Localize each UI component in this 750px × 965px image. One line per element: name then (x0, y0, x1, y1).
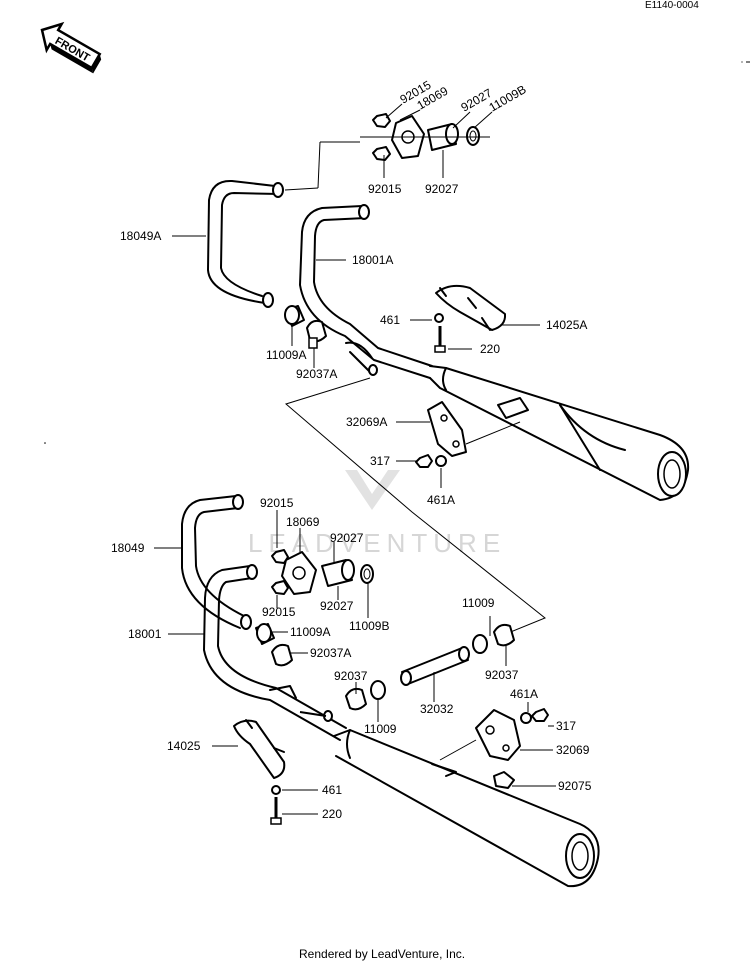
callout-14025A: 14025A (546, 318, 587, 332)
callout-92027: 92027 (330, 531, 364, 545)
collar-92027-bottom (321, 559, 355, 587)
nut-92015-top-1 (372, 113, 391, 128)
callout-11009A: 11009A (266, 348, 306, 362)
callout-220: 220 (480, 342, 500, 356)
callout-461: 461 (322, 783, 342, 797)
nut-92015-bottom-2 (271, 580, 289, 595)
flange-18069-bottom (281, 551, 317, 595)
bolt-220-bottom (270, 797, 282, 825)
callout-18001: 18001 (128, 627, 162, 641)
damper-92075 (493, 771, 515, 789)
callout-92027: 92027 (320, 599, 354, 613)
callout-18049A: 18049A (120, 229, 161, 243)
exhaust-pipe-18049A (207, 179, 284, 308)
callout-461: 461 (380, 313, 400, 327)
gasket-11009-middle (370, 680, 386, 700)
watermark: LEADVENTURE (248, 470, 506, 558)
callout-92075: 92075 (558, 779, 592, 793)
washer-461-top (434, 313, 444, 323)
gasket-11009A-bottom (255, 623, 275, 645)
callout-92027: 92027 (425, 182, 459, 196)
gasket-11009-right (472, 634, 488, 654)
watermark-text: LEADVENTURE (248, 528, 506, 558)
balance-pipe-32032 (400, 646, 470, 686)
callout-32069A: 32069A (346, 415, 387, 429)
nut-92015-top-2 (372, 146, 391, 161)
callout-92037: 92037 (334, 669, 368, 683)
callout-317: 317 (556, 719, 576, 733)
callout-220: 220 (322, 807, 342, 821)
leader-lines-bottom (154, 510, 556, 815)
gasket-11009B-bottom (360, 564, 374, 584)
footer-credit: Rendered by LeadVenture, Inc. (299, 947, 465, 961)
muffler-bottom (333, 729, 600, 888)
callout-18049: 18049 (111, 541, 145, 555)
clamp-92037A-bottom (271, 643, 293, 667)
gasket-11009A-top (284, 305, 305, 327)
exhaust-pipe-18001 (203, 564, 347, 741)
bracket-32069 (439, 709, 521, 761)
exhaust-pipe-18001A (299, 204, 433, 379)
leader-lines-top (172, 103, 546, 634)
nut-317-top (415, 454, 433, 468)
callout-18069: 18069 (286, 515, 320, 529)
callout-317: 317 (370, 454, 390, 468)
diagram-code: E1140-0004 (645, 0, 699, 11)
washer-461-bottom (271, 785, 281, 795)
callout-92037A: 92037A (296, 367, 337, 381)
bracket-32069A (427, 401, 521, 457)
front-arrow-badge: FRONT (40, 21, 102, 74)
callout-92015: 92015 (260, 496, 294, 510)
callout-461A: 461A (510, 687, 538, 701)
nut-317-bottom (531, 708, 549, 722)
clamp-92037-right (493, 623, 515, 647)
clamp-92037-middle (345, 687, 367, 711)
washer-461A-top (435, 455, 447, 467)
callout-32032: 32032 (420, 702, 454, 716)
callout-11009: 11009 (364, 722, 397, 736)
washer-461A-bottom (520, 712, 532, 724)
clamp-92037A-top (306, 319, 327, 349)
muffler-top (429, 365, 690, 501)
callout-11009A: 11009A (290, 625, 330, 639)
gasket-11009B-top (466, 126, 480, 146)
callout-92015: 92015 (262, 605, 296, 619)
exhaust-pipe-18049 (181, 494, 252, 630)
bolt-220-top (434, 326, 446, 353)
callout-461A: 461A (427, 493, 455, 507)
callout-11009B: 11009B (349, 619, 389, 633)
heat-shield-14025 (233, 719, 286, 779)
heat-shield-14025A (435, 284, 507, 331)
callout-92037A: 92037A (310, 646, 351, 660)
callout-32069: 32069 (556, 743, 590, 757)
callout-92015: 92015 (368, 182, 402, 196)
callout-92037: 92037 (485, 668, 519, 682)
callout-11009B: 11009B (487, 82, 529, 114)
nut-92015-bottom-1 (271, 549, 289, 564)
callout-11009: 11009 (462, 596, 495, 610)
callout-14025: 14025 (167, 739, 201, 753)
callout-labels: 92015 18069 92027 11009B 92015 92027 180… (111, 78, 592, 821)
callout-18001A: 18001A (352, 253, 393, 267)
